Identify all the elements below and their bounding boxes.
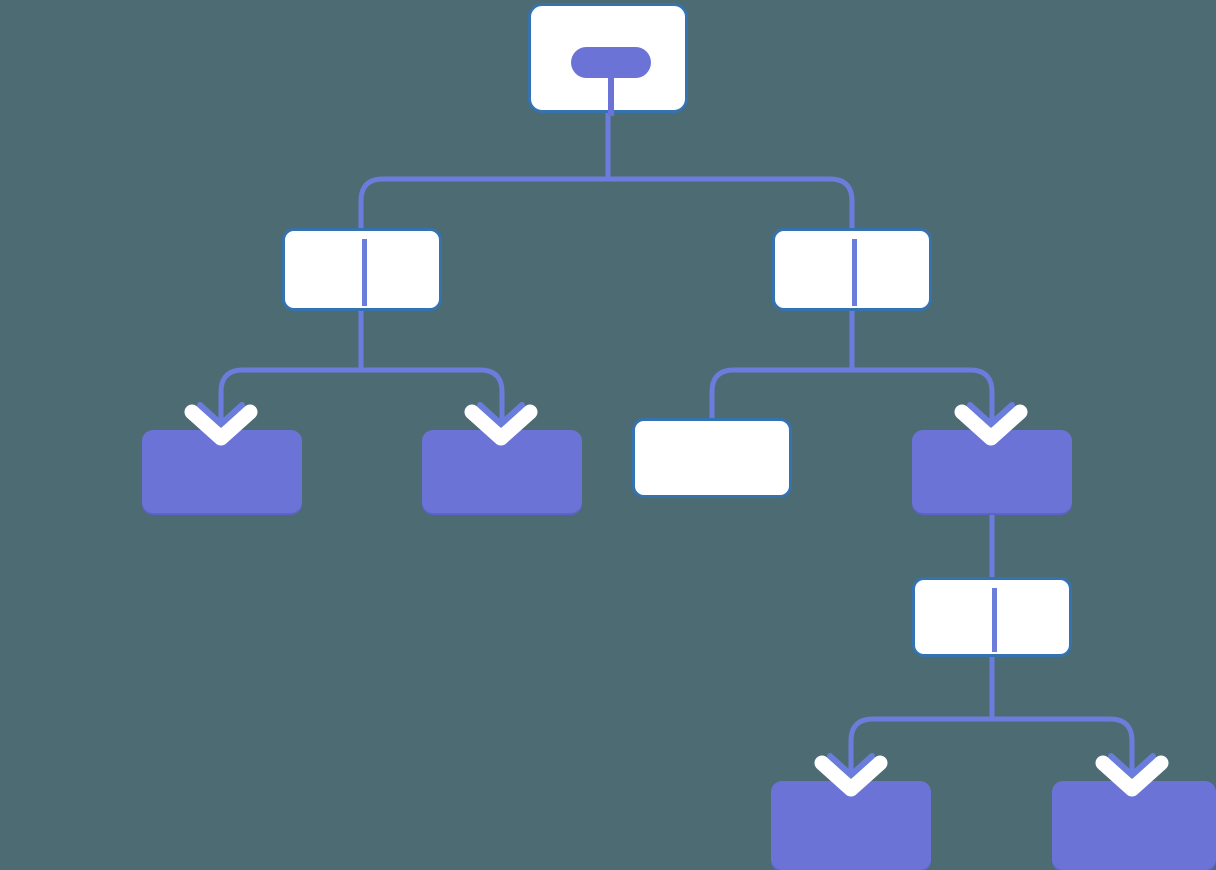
level2-left-node[interactable] bbox=[282, 228, 442, 311]
node-pass-through-line bbox=[992, 588, 997, 652]
collapse-arrow-l3-d[interactable] bbox=[954, 400, 1028, 456]
chevron-down-icon-white bbox=[464, 404, 538, 446]
chevron-down-icon-white bbox=[814, 755, 888, 797]
collapse-arrow-l5-a[interactable] bbox=[814, 751, 888, 807]
node-pass-through-line bbox=[852, 239, 857, 306]
level3-white-node[interactable] bbox=[632, 418, 792, 498]
root-badge-stem bbox=[608, 68, 614, 116]
edge-l2left-to-level3 bbox=[218, 311, 505, 424]
collapse-arrow-l3-b[interactable] bbox=[464, 400, 538, 456]
chevron-down-icon-white bbox=[1095, 755, 1169, 797]
level4-white-node[interactable] bbox=[912, 577, 1072, 657]
edge-root-to-level2 bbox=[358, 113, 855, 228]
root-node[interactable] bbox=[528, 3, 688, 116]
chevron-down-icon-accent bbox=[1108, 753, 1156, 778]
chevron-down-icon-accent bbox=[967, 402, 1015, 427]
chevron-down-icon-accent bbox=[197, 402, 245, 427]
chevron-down-icon-accent bbox=[827, 753, 875, 778]
chevron-down-icon-white bbox=[954, 404, 1028, 446]
node-pass-through-line bbox=[362, 239, 367, 306]
root-badge-pill[interactable] bbox=[571, 47, 651, 78]
collapse-arrow-l3-a[interactable] bbox=[184, 400, 258, 456]
edge-l4-to-level5 bbox=[848, 657, 1135, 775]
edge-l2right-to-level3 bbox=[709, 311, 995, 424]
collapse-arrow-l5-b[interactable] bbox=[1095, 751, 1169, 807]
chevron-down-icon-white bbox=[184, 404, 258, 446]
chevron-down-icon-accent bbox=[477, 402, 525, 427]
level2-right-node[interactable] bbox=[772, 228, 932, 311]
